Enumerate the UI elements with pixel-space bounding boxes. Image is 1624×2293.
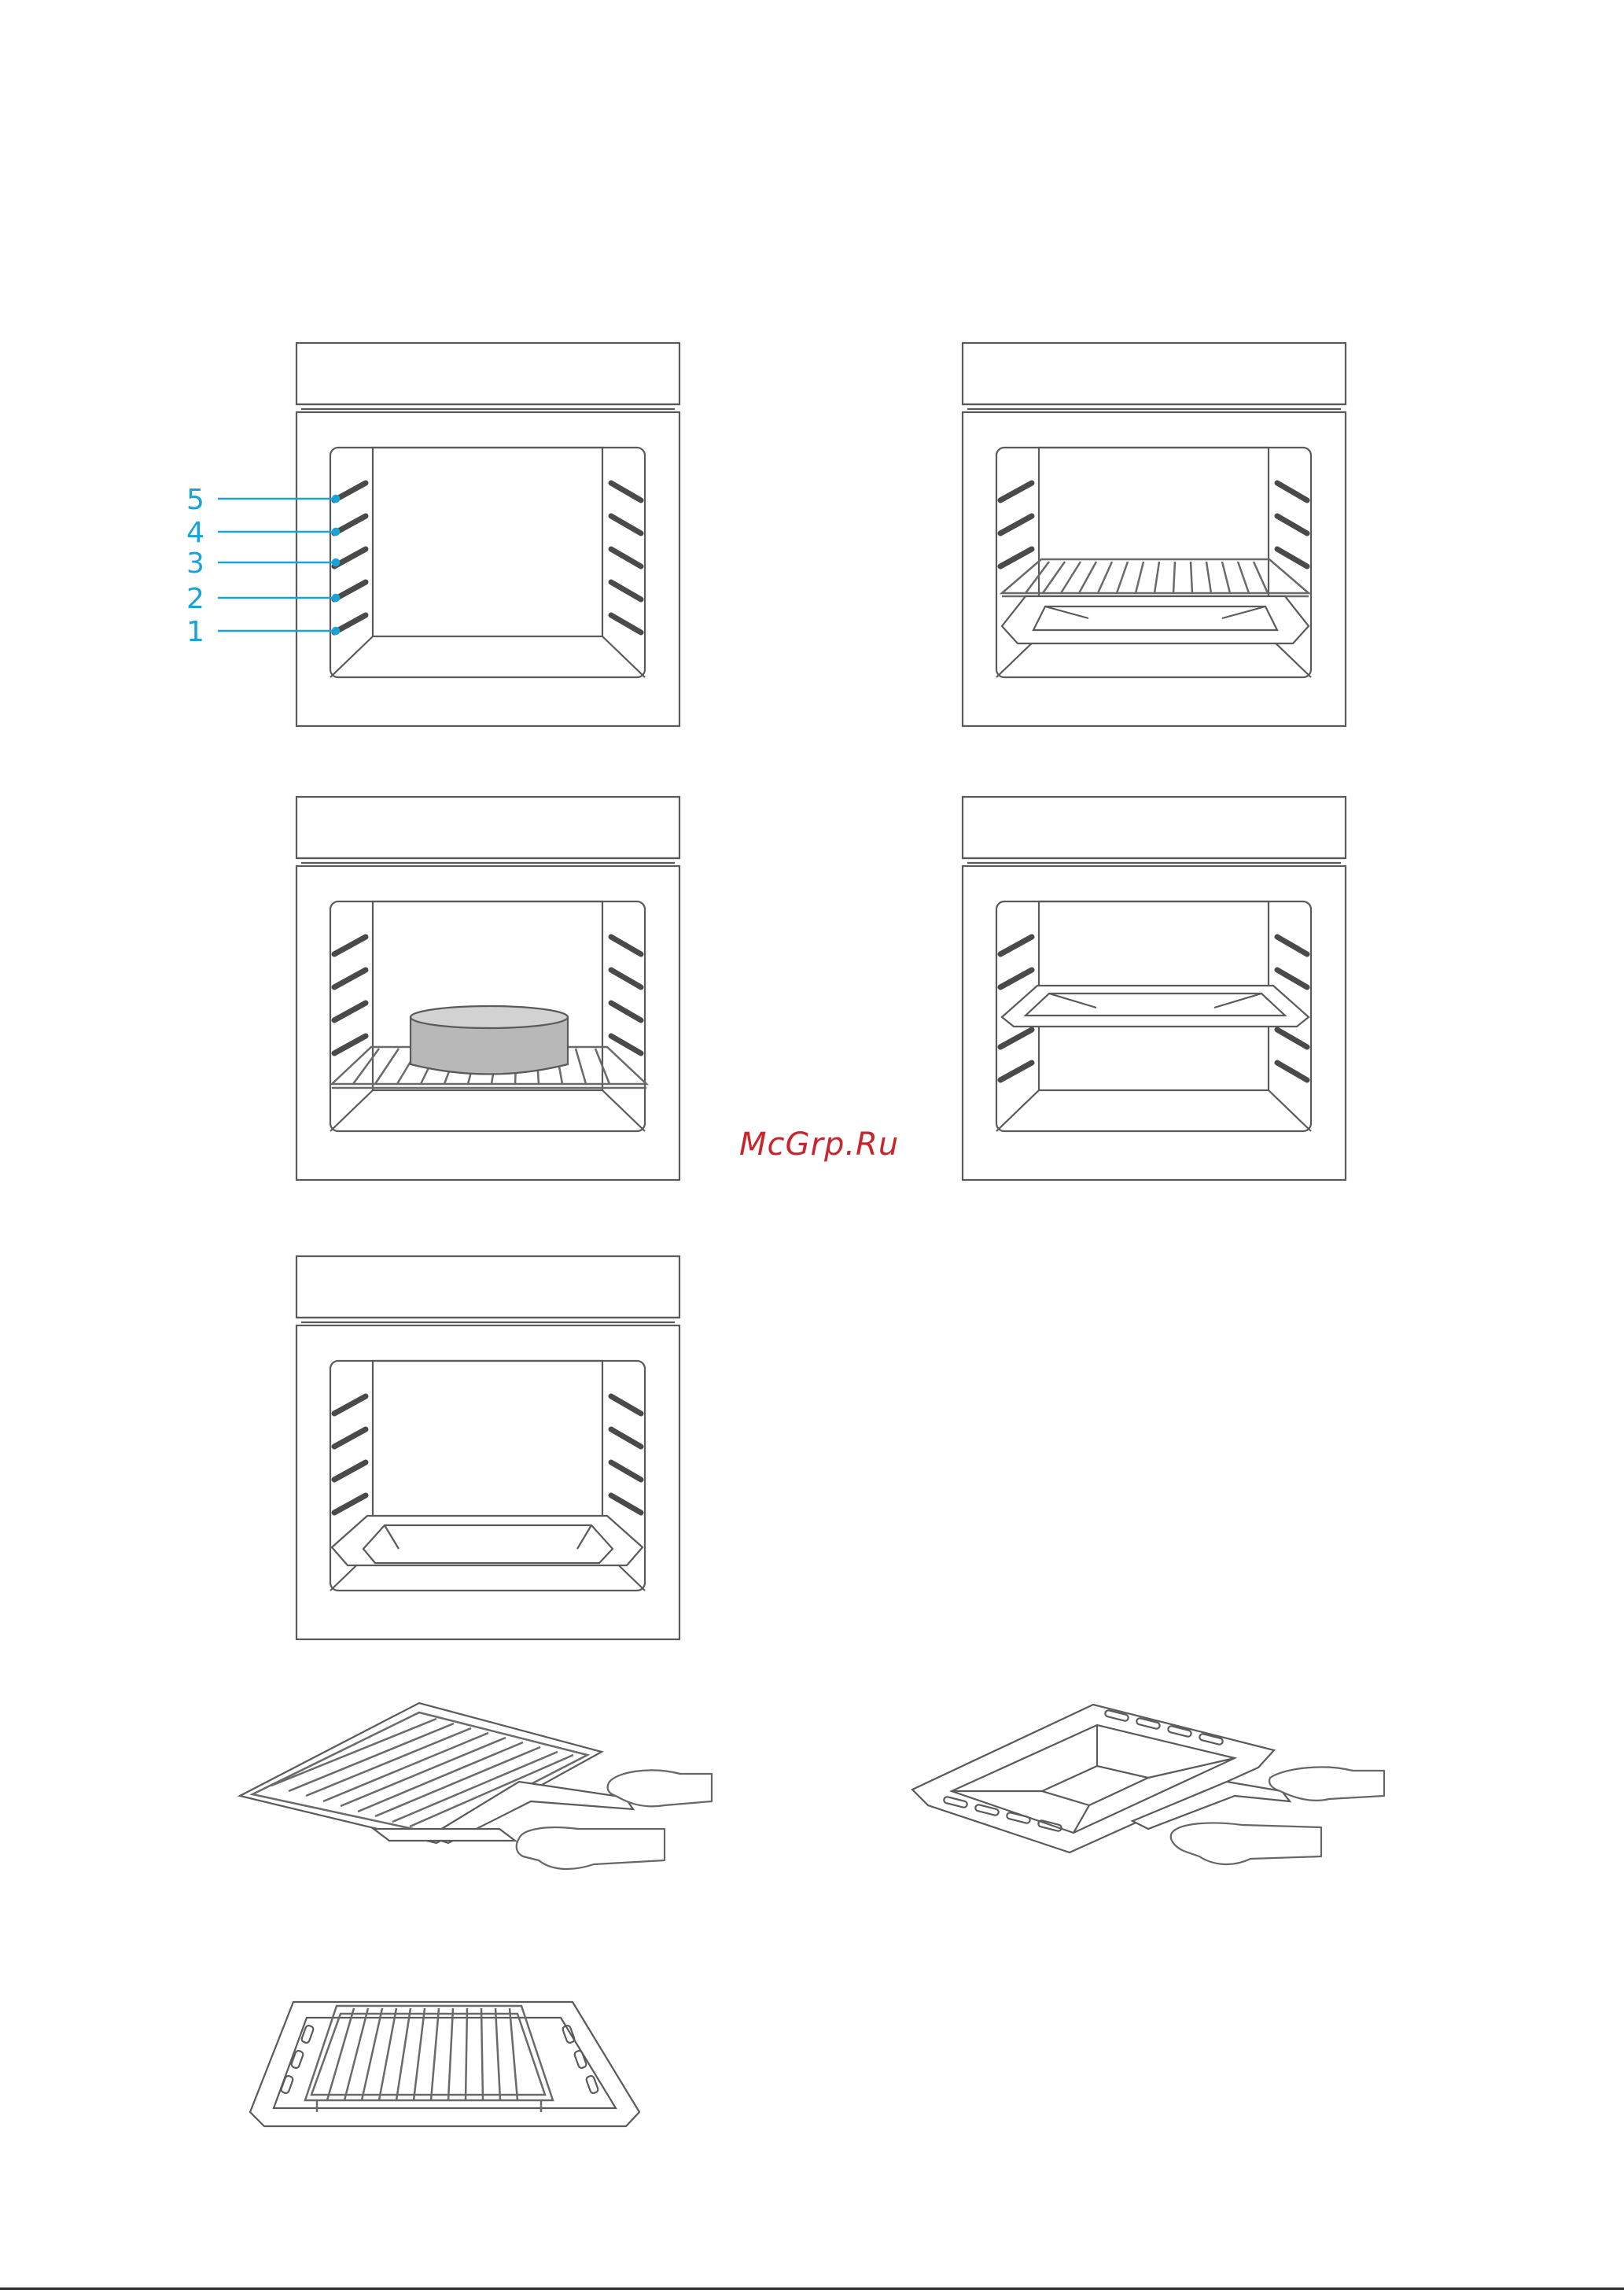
baking-tray <box>1002 986 1309 1027</box>
watermark: McGrp.Ru <box>739 1126 899 1163</box>
oven-cake-pan-figure <box>296 797 679 1180</box>
hand-upper <box>1269 1767 1384 1800</box>
level-label-5: 5 <box>186 484 204 516</box>
baking-tray <box>250 2002 639 2126</box>
baking-tray <box>1002 596 1309 643</box>
oven-levels-figure: 5 4 3 2 1 <box>186 343 679 726</box>
hand-lower <box>1171 1823 1321 1864</box>
rack-on-tray-figure <box>250 2002 639 2126</box>
oven-rack-over-tray-figure <box>963 343 1346 726</box>
level-label-4: 4 <box>186 517 204 549</box>
baking-tray <box>332 1516 643 1565</box>
level-label-1: 1 <box>186 616 204 648</box>
page-bottom-rule <box>0 2287 1624 2290</box>
rack-handling-figure <box>240 1703 712 1869</box>
level-label-3: 3 <box>186 547 204 580</box>
cake-pan <box>411 1006 568 1075</box>
wire-rack <box>240 1703 602 1843</box>
oven-tray-middle-figure <box>963 797 1346 1180</box>
hand-lower <box>517 1827 665 1869</box>
tray-handling-figure <box>912 1705 1384 1864</box>
oven-tray-bottom-figure <box>296 1256 679 1639</box>
level-label-2: 2 <box>186 583 204 615</box>
